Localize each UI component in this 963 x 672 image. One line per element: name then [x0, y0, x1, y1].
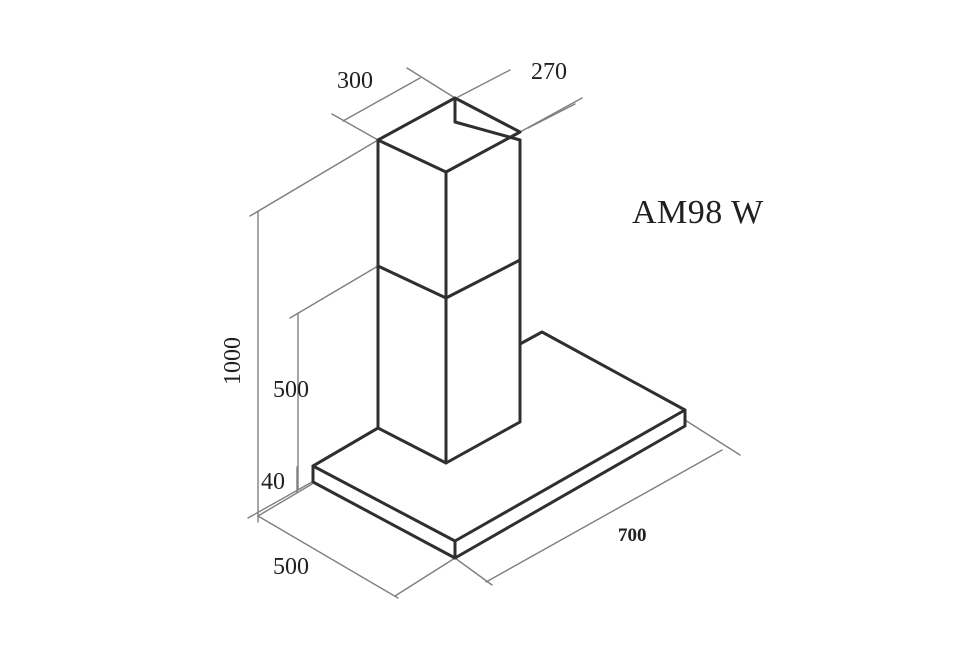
ext-line-500d-left: [257, 483, 313, 517]
label-canopy-thickness: 40: [261, 469, 285, 495]
dim-line-500d: [257, 515, 399, 599]
ext-line-1000-top: [249, 139, 379, 217]
ext-line-700-right: [684, 419, 741, 456]
ext-line-500d-right: [394, 557, 456, 597]
label-chimney-section-height: 500: [273, 377, 309, 403]
model-name: AM98 W: [632, 194, 764, 231]
dim-line-300: [342, 77, 421, 122]
chimney-top: [376, 96, 522, 174]
ext-line-500h-top: [289, 265, 379, 319]
range-hood-outline: [311, 96, 687, 560]
dim-line-270: [457, 69, 511, 98]
dimension-lines: [247, 67, 741, 599]
dim-line-700: [485, 449, 723, 583]
dim-line-270-b: [527, 103, 576, 129]
ext-line-300-right: [406, 67, 456, 99]
label-canopy-depth: 500: [273, 554, 309, 580]
label-chimney-depth: 270: [531, 59, 567, 85]
label-total-height: 1000: [220, 337, 246, 385]
label-canopy-width: 700: [618, 525, 647, 546]
chimney-joint: [376, 258, 522, 300]
chimney-lower: [376, 258, 522, 465]
label-chimney-width: 300: [337, 68, 373, 94]
chimney-top-inner-diag: [453, 120, 522, 142]
ext-line-1000-bottom: [247, 481, 313, 519]
ext-line-700-left: [454, 557, 493, 586]
canopy-top-edge: [311, 330, 687, 543]
dimension-labels: 300 270 1000 500 40 500 700: [220, 59, 647, 580]
ext-line-300-left: [331, 113, 379, 141]
